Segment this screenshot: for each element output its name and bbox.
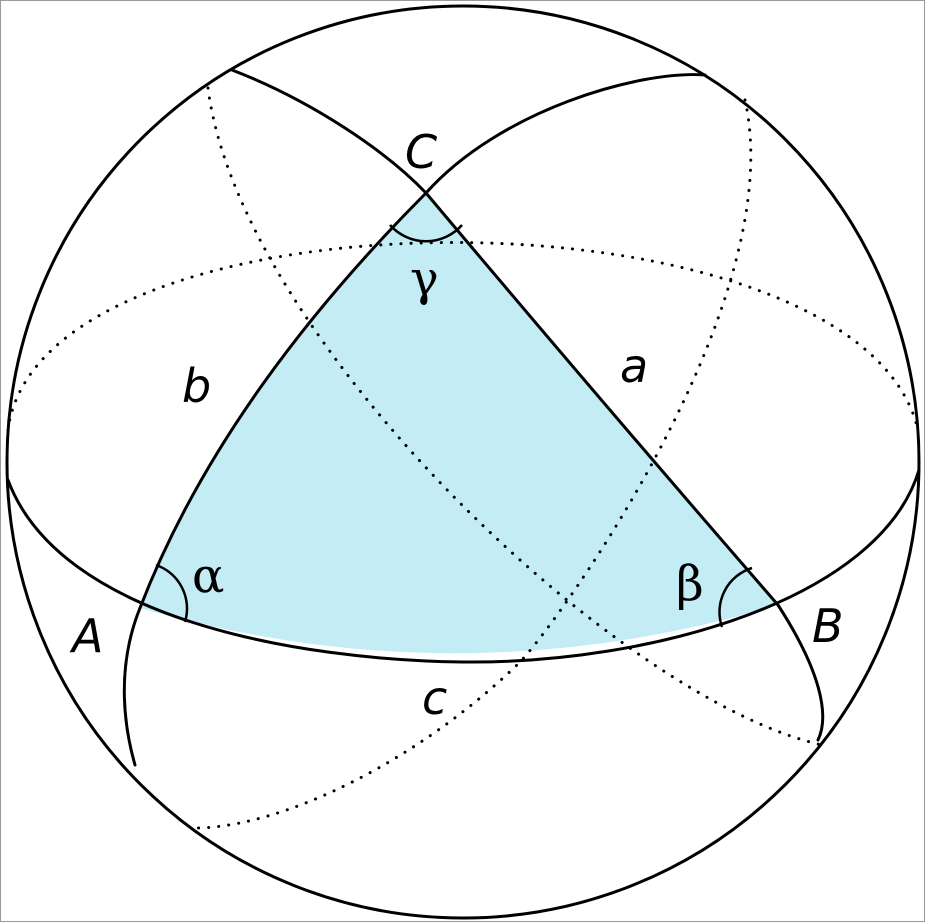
angle-alpha-arc xyxy=(155,563,189,623)
spherical-triangle-fill xyxy=(140,193,778,654)
sphere-outline xyxy=(5,4,921,920)
vertex-a-label: A xyxy=(69,609,103,663)
equator-front-arc xyxy=(6,468,921,664)
angle-gamma-label: γ xyxy=(410,251,439,307)
side-b-label: b xyxy=(182,359,211,413)
great-circle-cb-back-arc xyxy=(188,98,753,830)
angle-beta-arc xyxy=(718,566,753,628)
great-circle-ca-back-arc xyxy=(206,86,824,747)
vertex-b-label: B xyxy=(812,599,844,653)
angle-gamma-arc xyxy=(389,224,463,243)
side-c-label: c xyxy=(422,671,447,725)
angle-beta-label: β xyxy=(676,556,704,612)
angle-alpha-label: α xyxy=(192,548,224,604)
side-a-label: a xyxy=(620,339,648,393)
great-circle-a-arc xyxy=(230,68,825,742)
vertex-c-label: C xyxy=(405,125,437,179)
great-circle-b-arc xyxy=(122,73,707,767)
